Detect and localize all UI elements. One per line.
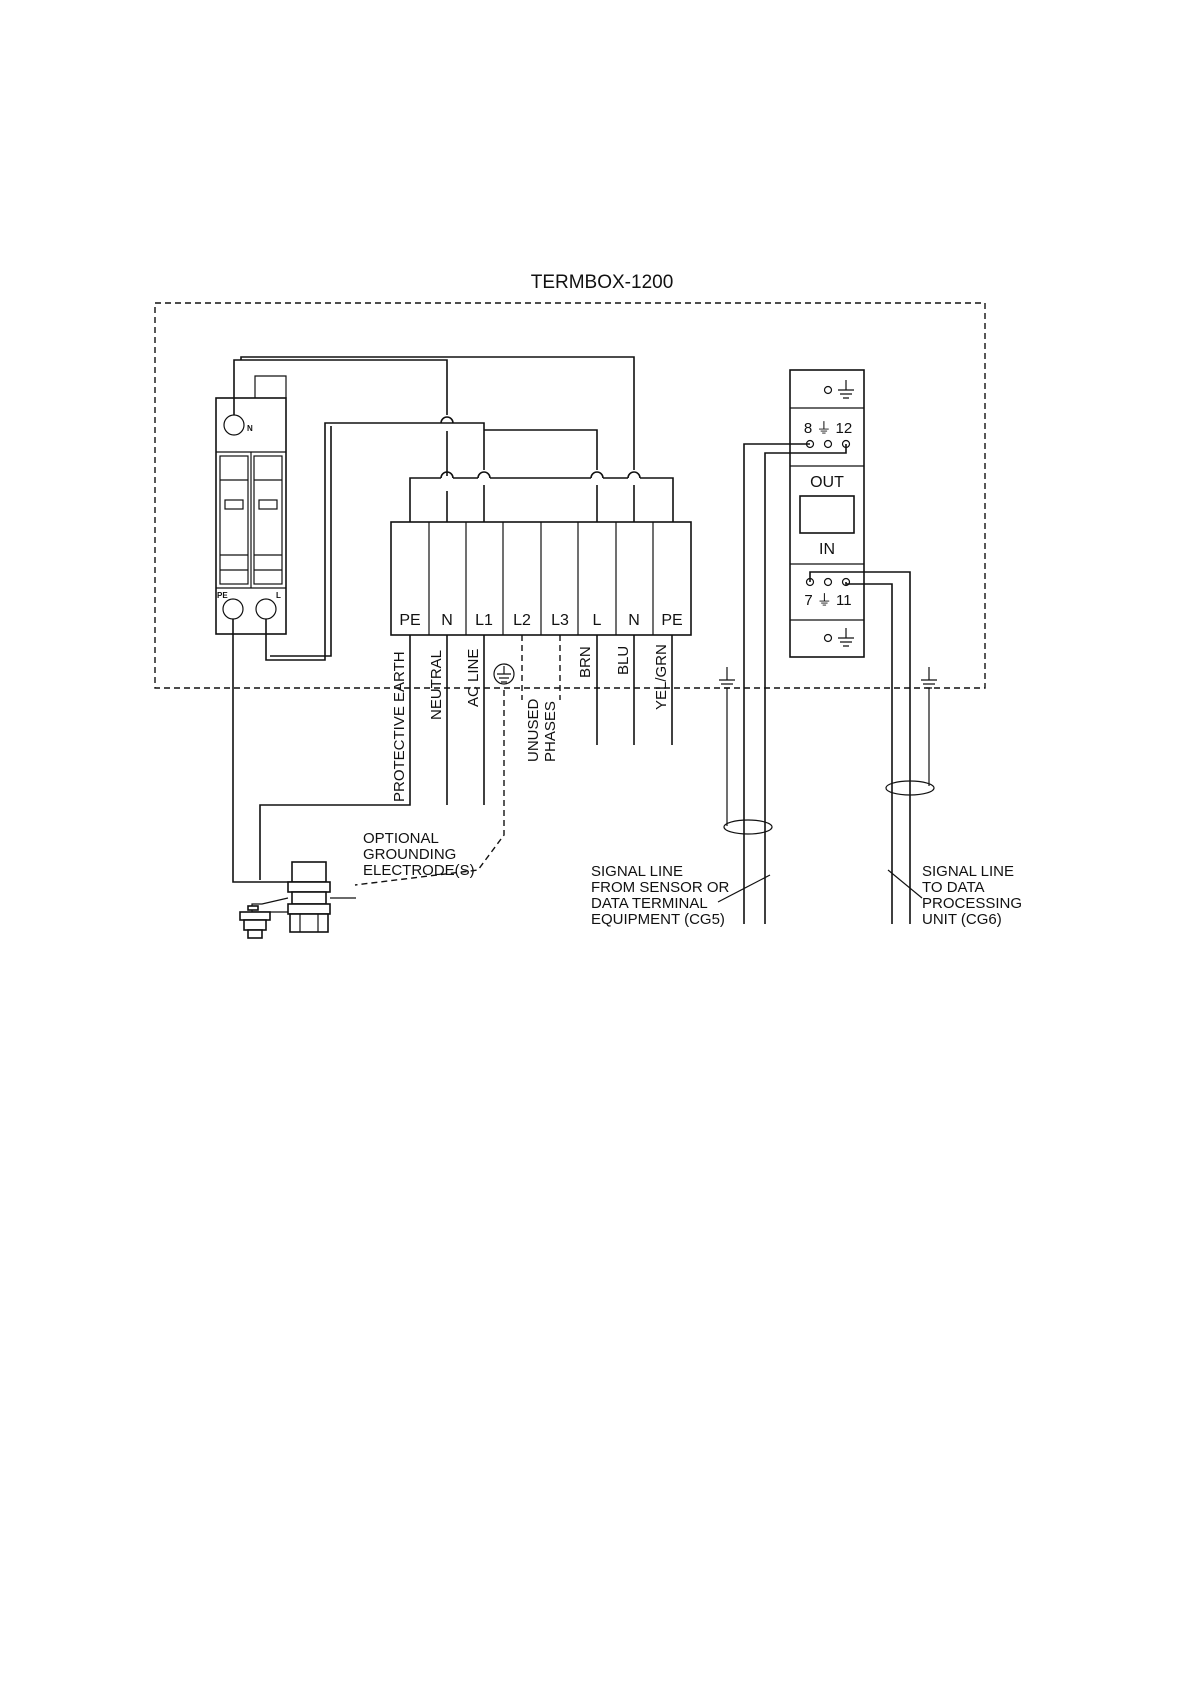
module-top-pins: 8 ⏚ 12 <box>804 420 852 437</box>
module-bottom-pins: 7 ⏚ 11 <box>804 592 851 609</box>
signal-module: 8 ⏚ 12 OUT IN 7 ⏚ 11 <box>790 370 864 657</box>
module-out-label: OUT <box>810 474 844 491</box>
spd-n-label: N <box>247 424 253 433</box>
wire-label-neutral: NEUTRAL <box>428 650 445 720</box>
spd-pe-label: PE <box>217 591 228 600</box>
note-signal-out-1: SIGNAL LINE <box>922 863 1014 880</box>
terminal-label: N <box>441 612 453 629</box>
wire-label-phases: PHASES <box>542 701 559 762</box>
note-signal-out-3: PROCESSING <box>922 895 1022 912</box>
note-signal-out-4: UNIT (CG6) <box>922 911 1002 928</box>
terminal-label: PE <box>661 612 682 629</box>
terminal-label: PE <box>399 612 420 629</box>
terminal-label: N <box>628 612 640 629</box>
wire-label-ac-line: AC LINE <box>465 649 482 707</box>
terminal-label: L3 <box>551 612 569 629</box>
wire-label-protective-earth: PROTECTIVE EARTH <box>391 651 408 802</box>
module-in-label: IN <box>819 541 835 558</box>
terminal-label: L <box>593 612 602 629</box>
note-signal-out-2: TO DATA <box>922 879 985 896</box>
module-window <box>800 496 854 533</box>
grounding-lug <box>240 862 356 938</box>
terminal-label: L1 <box>475 612 493 629</box>
note-signal-in-4: EQUIPMENT (CG5) <box>591 911 725 928</box>
terminal-block: PE N L1 L2 L3 L N PE <box>391 522 691 635</box>
wire-label-brn: BRN <box>577 646 594 678</box>
diagram-title: TERMBOX-1200 <box>531 272 674 293</box>
wire-label-blu: BLU <box>615 646 632 675</box>
spd-l-label: L <box>276 591 281 600</box>
terminal-label: L2 <box>513 612 531 629</box>
surge-protector: N PE L <box>216 376 286 634</box>
wire-label-yel-grn: YEL/GRN <box>653 644 670 710</box>
note-grounding-1: OPTIONAL <box>363 830 439 847</box>
note-signal-in-3: DATA TERMINAL <box>591 895 708 912</box>
note-signal-in-1: SIGNAL LINE <box>591 863 683 880</box>
wire-label-unused: UNUSED <box>525 698 542 762</box>
note-grounding-2: GROUNDING <box>363 846 456 863</box>
note-grounding-3: ELECTRODE(S) <box>363 862 475 879</box>
note-signal-in-2: FROM SENSOR OR <box>591 879 730 896</box>
